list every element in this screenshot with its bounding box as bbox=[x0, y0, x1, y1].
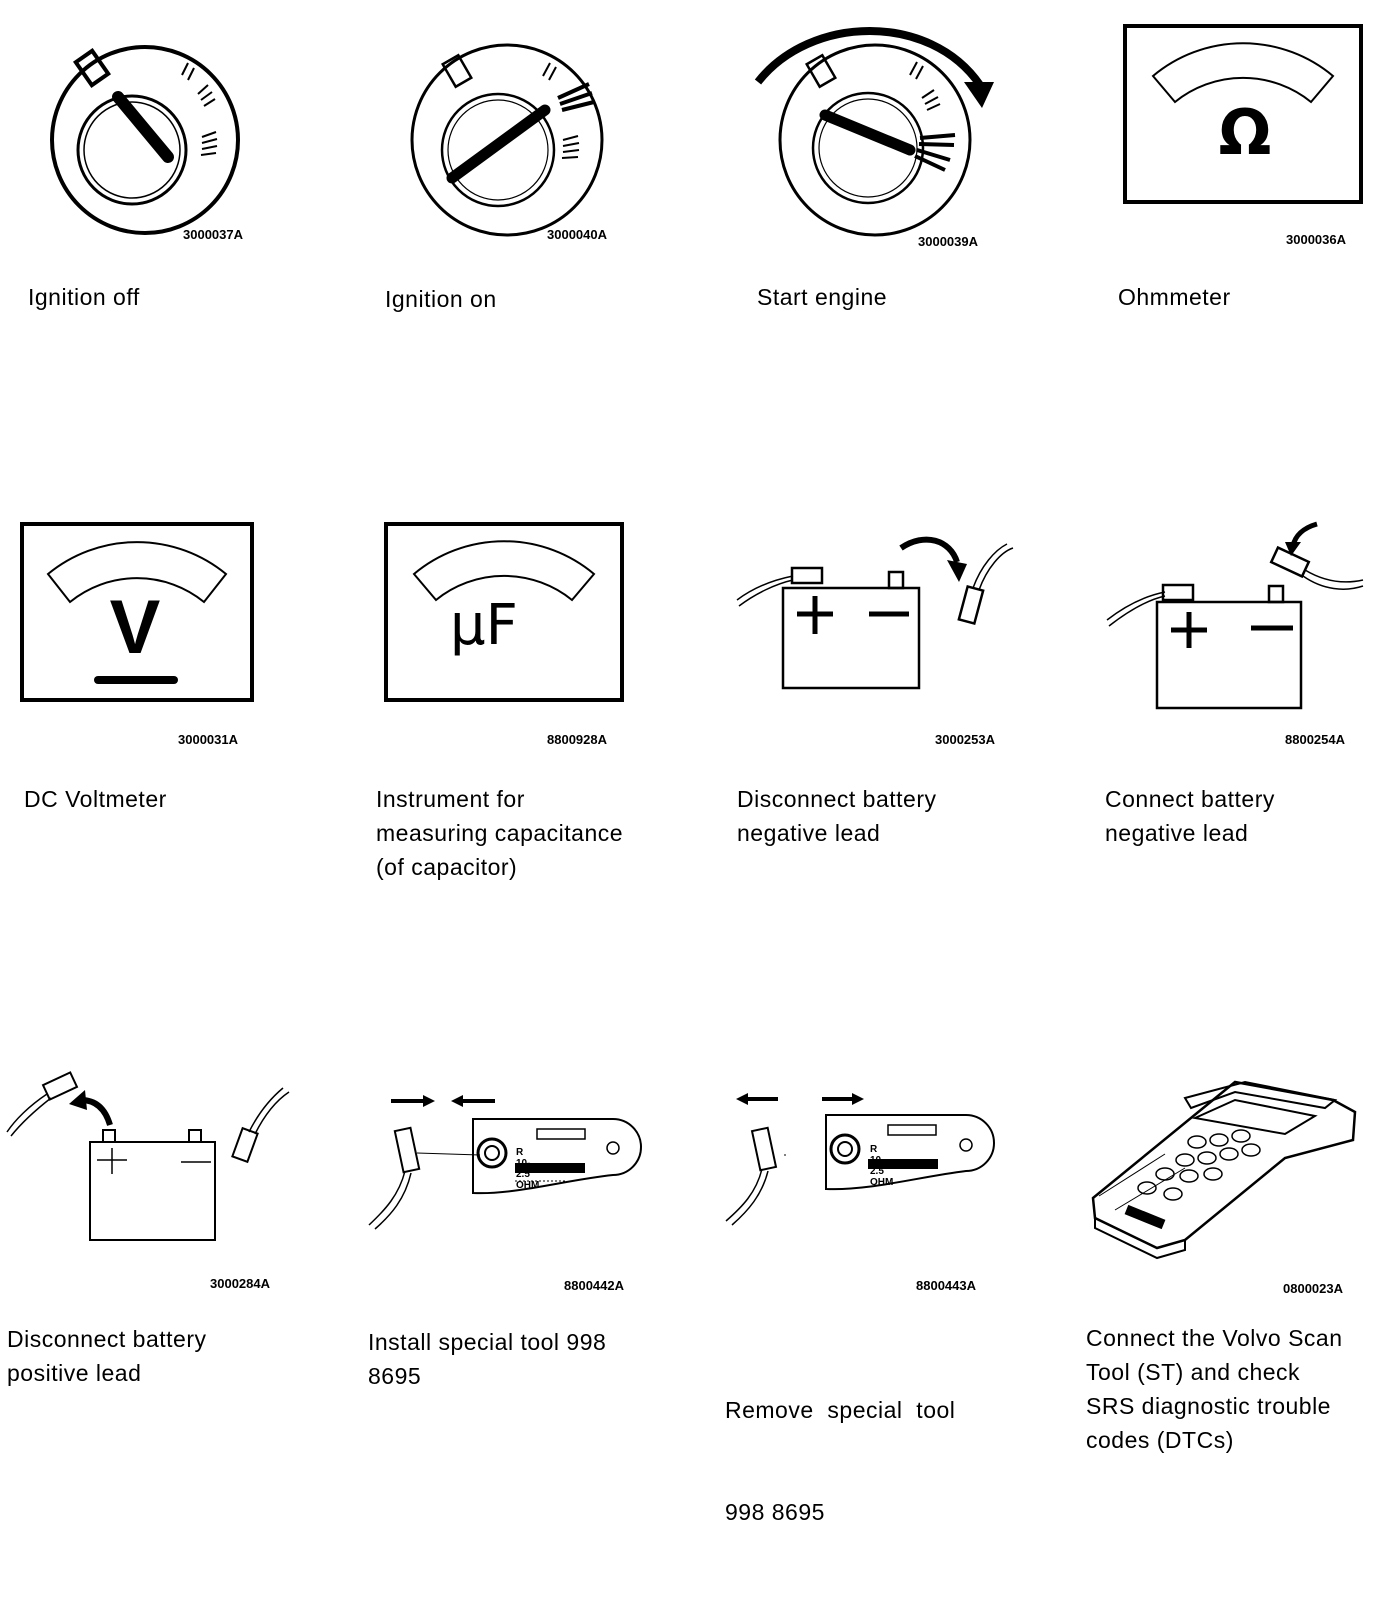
start-engine-icon bbox=[754, 27, 994, 237]
caption: Disconnect battery positive lead bbox=[7, 1326, 207, 1386]
caption: Connect the Volvo Scan Tool (ST) and che… bbox=[1086, 1325, 1343, 1453]
ignition-on-icon bbox=[410, 43, 604, 237]
figure-code: 3000031A bbox=[178, 732, 238, 747]
figure-code: 8800443A bbox=[916, 1278, 976, 1293]
battery-disconnect-positive-icon bbox=[6, 1071, 290, 1241]
ohmmeter-icon bbox=[1123, 24, 1363, 204]
figure-code: 8800442A bbox=[564, 1278, 624, 1293]
volt-symbol: V bbox=[109, 585, 161, 670]
microfarad-symbol: μF bbox=[450, 593, 518, 658]
tool-label: R 10-2.5 OHM bbox=[870, 1144, 894, 1188]
battery-connect-negative-icon bbox=[1106, 521, 1364, 710]
figure-code: 0800023A bbox=[1283, 1281, 1343, 1296]
figure-code: 3000039A bbox=[918, 234, 978, 249]
caption: DC Voltmeter bbox=[24, 786, 167, 812]
volvo-scan-tool-icon bbox=[1091, 1080, 1357, 1260]
voltmeter-icon bbox=[20, 522, 254, 702]
battery-disconnect-negative-icon bbox=[736, 536, 1014, 690]
caption: Connect battery negative lead bbox=[1105, 786, 1275, 846]
capacitance-meter-icon bbox=[384, 522, 624, 702]
figure-code: 3000040A bbox=[547, 227, 607, 242]
remove-special-tool-icon bbox=[725, 1093, 995, 1226]
ohm-symbol: Ω bbox=[1218, 96, 1272, 169]
caption: Start engine bbox=[757, 284, 888, 310]
caption: Ignition on bbox=[385, 286, 497, 312]
caption: Ignition off bbox=[28, 284, 140, 310]
figure-code: 3000037A bbox=[183, 227, 243, 242]
figure-code: 8800254A bbox=[1285, 732, 1345, 747]
figure-code: 3000036A bbox=[1286, 232, 1346, 247]
caption: Ohmmeter bbox=[1118, 284, 1231, 310]
caption: Remove special tool 998 8695 bbox=[725, 1397, 956, 1525]
figure-code: 3000253A bbox=[935, 732, 995, 747]
caption: Instrument for measuring capacitance (of… bbox=[376, 786, 624, 880]
install-special-tool-icon bbox=[368, 1095, 642, 1230]
figure-code: 3000284A bbox=[210, 1276, 270, 1291]
figure-code: 8800928A bbox=[547, 732, 607, 747]
caption: Disconnect battery negative lead bbox=[737, 786, 937, 846]
caption: Install special tool 998 8695 bbox=[368, 1329, 607, 1389]
tool-label: R 10-2.5 OHM bbox=[516, 1147, 540, 1191]
ignition-off-icon bbox=[50, 45, 240, 235]
